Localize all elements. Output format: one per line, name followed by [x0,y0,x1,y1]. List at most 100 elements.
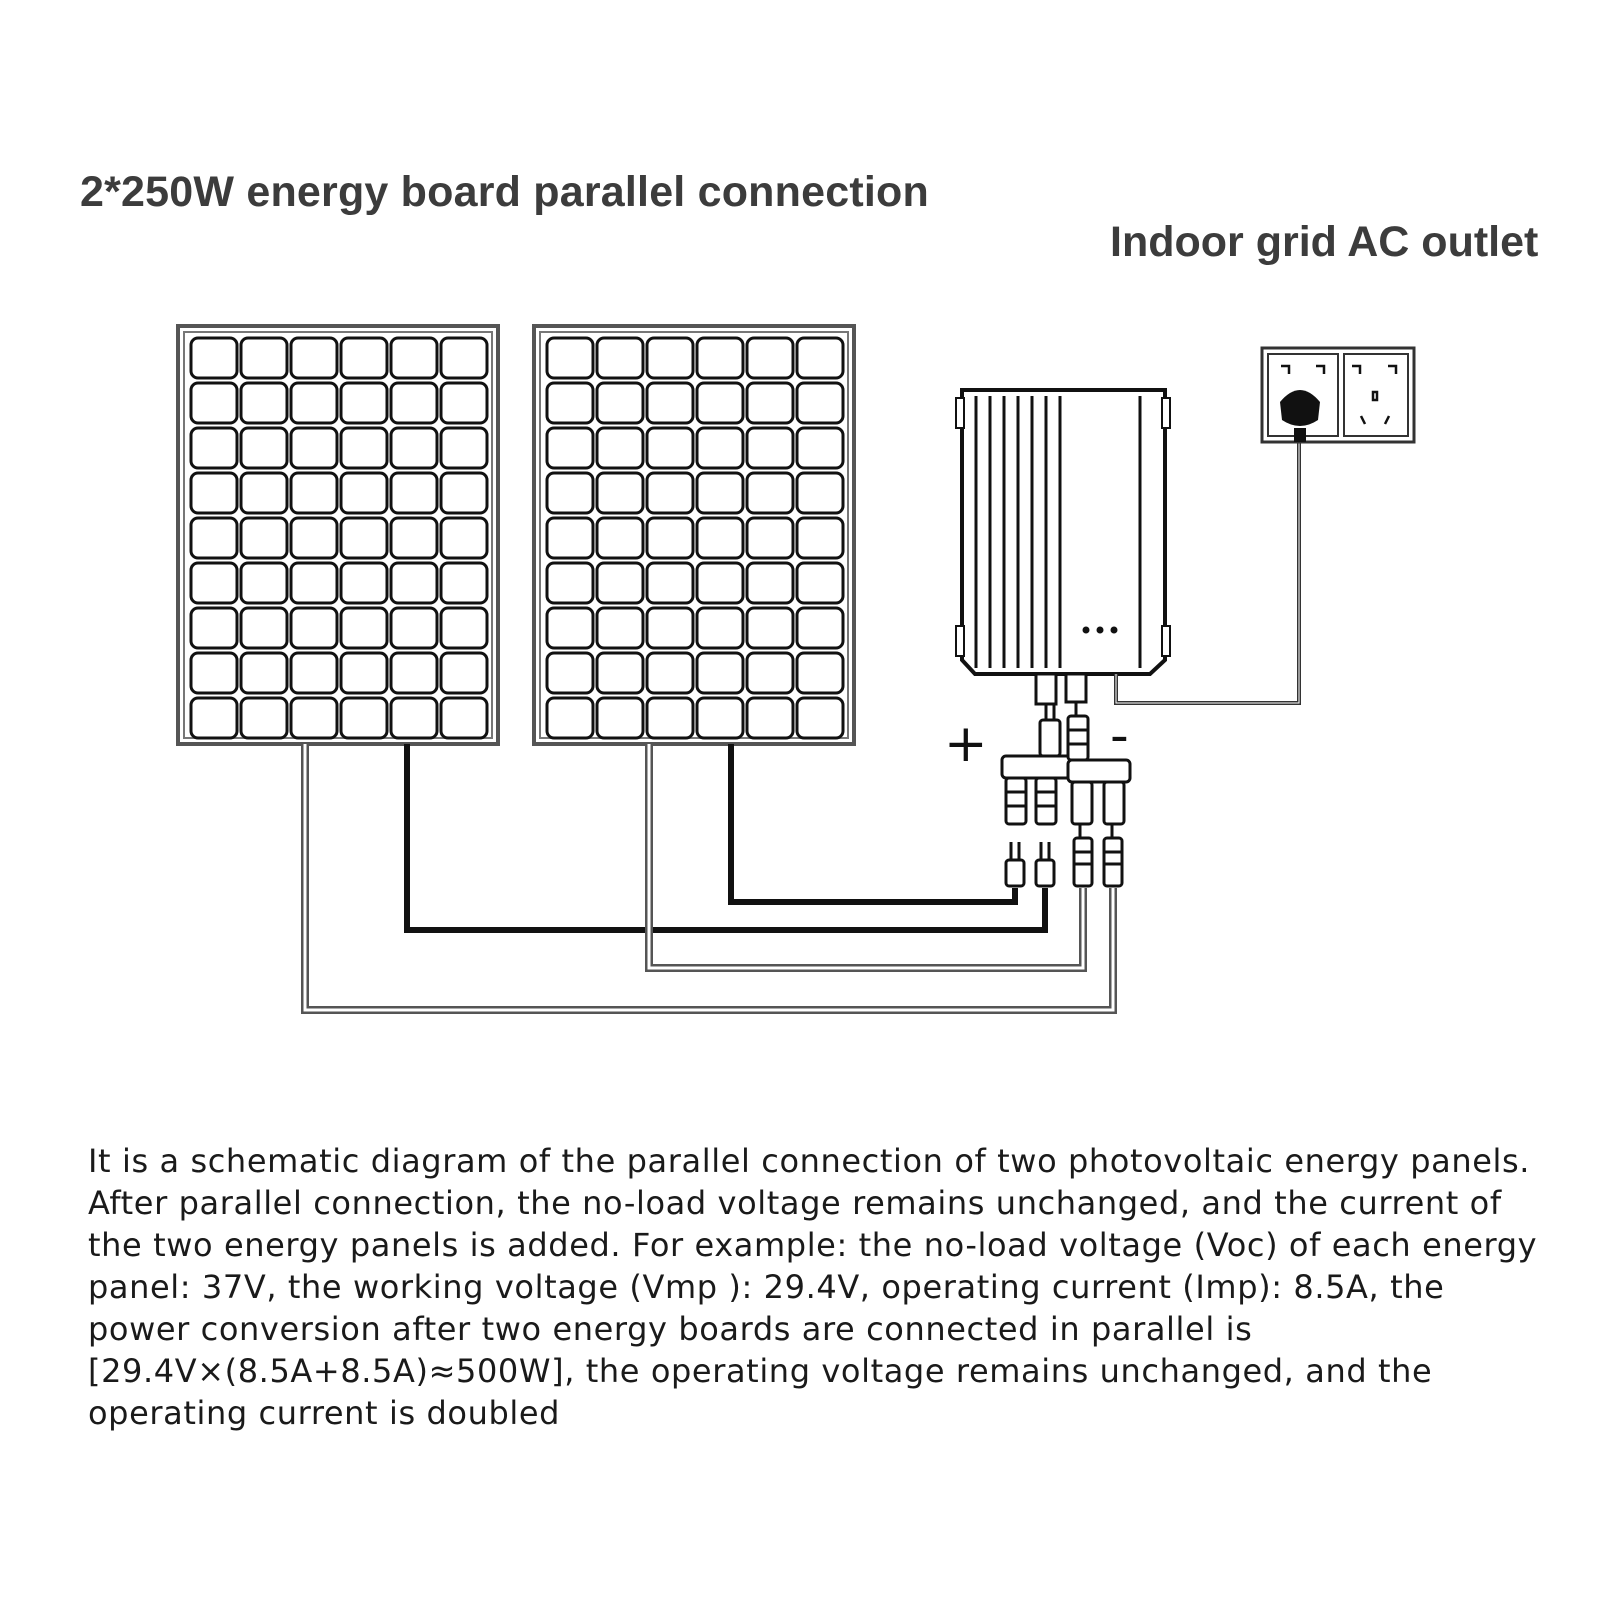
solar-cell [289,651,339,695]
solar-cell [745,516,795,560]
panel-2-cells [545,336,845,740]
solar-cell [339,651,389,695]
solar-cell [795,336,845,380]
solar-cell [545,561,595,605]
solar-cell [289,561,339,605]
solar-cell [695,651,745,695]
solar-cell [439,696,489,740]
solar-cell [595,471,645,515]
solar-cell [339,606,389,650]
solar-cell [389,336,439,380]
solar-cell [189,426,239,470]
solar-cell [239,561,289,605]
solar-cell [189,471,239,515]
solar-cell [439,651,489,695]
solar-cell [745,381,795,425]
solar-cell [439,606,489,650]
solar-cell [389,516,439,560]
solar-cell [795,561,845,605]
solar-cell [289,381,339,425]
solar-cell [545,336,595,380]
solar-cell [795,426,845,470]
solar-cell [795,651,845,695]
solar-cell [339,696,389,740]
solar-cell [389,696,439,740]
solar-cell [389,471,439,515]
solar-cell [189,336,239,380]
solar-cell [239,471,289,515]
solar-cell [745,606,795,650]
solar-cell [289,471,339,515]
solar-cell [645,426,695,470]
solar-cell [189,606,239,650]
solar-cell [695,381,745,425]
solar-cell [645,471,695,515]
solar-cell [389,426,439,470]
solar-cell [795,471,845,515]
solar-cell [795,381,845,425]
solar-cell [695,426,745,470]
solar-cell [595,516,645,560]
solar-cell [695,471,745,515]
solar-cell [545,651,595,695]
solar-cell [745,651,795,695]
panel-1-cells [189,336,489,740]
description-text: It is a schematic diagram of the paralle… [88,1142,1538,1432]
solar-cell [289,516,339,560]
solar-cell [545,381,595,425]
plug-icon [1280,390,1320,426]
diagram-title: 2*250W energy board parallel connection [80,168,929,216]
solar-cell [439,471,489,515]
solar-cell [339,471,389,515]
solar-cell [439,336,489,380]
solar-cell [695,516,745,560]
solar-cell [189,561,239,605]
solar-cell [339,381,389,425]
solar-cell [595,696,645,740]
solar-cell [595,381,645,425]
solar-cell [189,651,239,695]
solar-cell [339,516,389,560]
solar-cell [389,381,439,425]
solar-cell [695,606,745,650]
y-branch-connectors [1000,704,1132,838]
solar-cell [595,606,645,650]
solar-cell [745,426,795,470]
solar-cell [439,381,489,425]
negative-wires [301,744,1117,1014]
solar-cell [645,606,695,650]
solar-cell [695,336,745,380]
positive-wires [404,744,1048,933]
solar-cell [745,561,795,605]
solar-cell [795,696,845,740]
solar-cell [439,516,489,560]
solar-cell [239,426,289,470]
solar-cell [595,336,645,380]
solar-panel-1 [176,324,500,746]
solar-cell [339,561,389,605]
inverter [955,388,1171,716]
solar-cell [439,561,489,605]
solar-cell [595,651,645,695]
solar-cell [745,471,795,515]
solar-cell [645,651,695,695]
solar-cell [289,606,339,650]
solar-cell [389,651,439,695]
solar-cell [545,516,595,560]
solar-cell [745,336,795,380]
solar-cell [189,696,239,740]
indicator-leds [1082,626,1118,634]
solar-cell [389,606,439,650]
solar-cell [645,381,695,425]
solar-cell [289,336,339,380]
ac-outlet [1260,346,1416,444]
solar-cell [595,426,645,470]
solar-cell [545,471,595,515]
solar-cell [339,336,389,380]
solar-cell [239,516,289,560]
solar-cell [645,516,695,560]
solar-cell [545,426,595,470]
positive-terminal-label: + [944,714,988,774]
solar-cell [545,696,595,740]
